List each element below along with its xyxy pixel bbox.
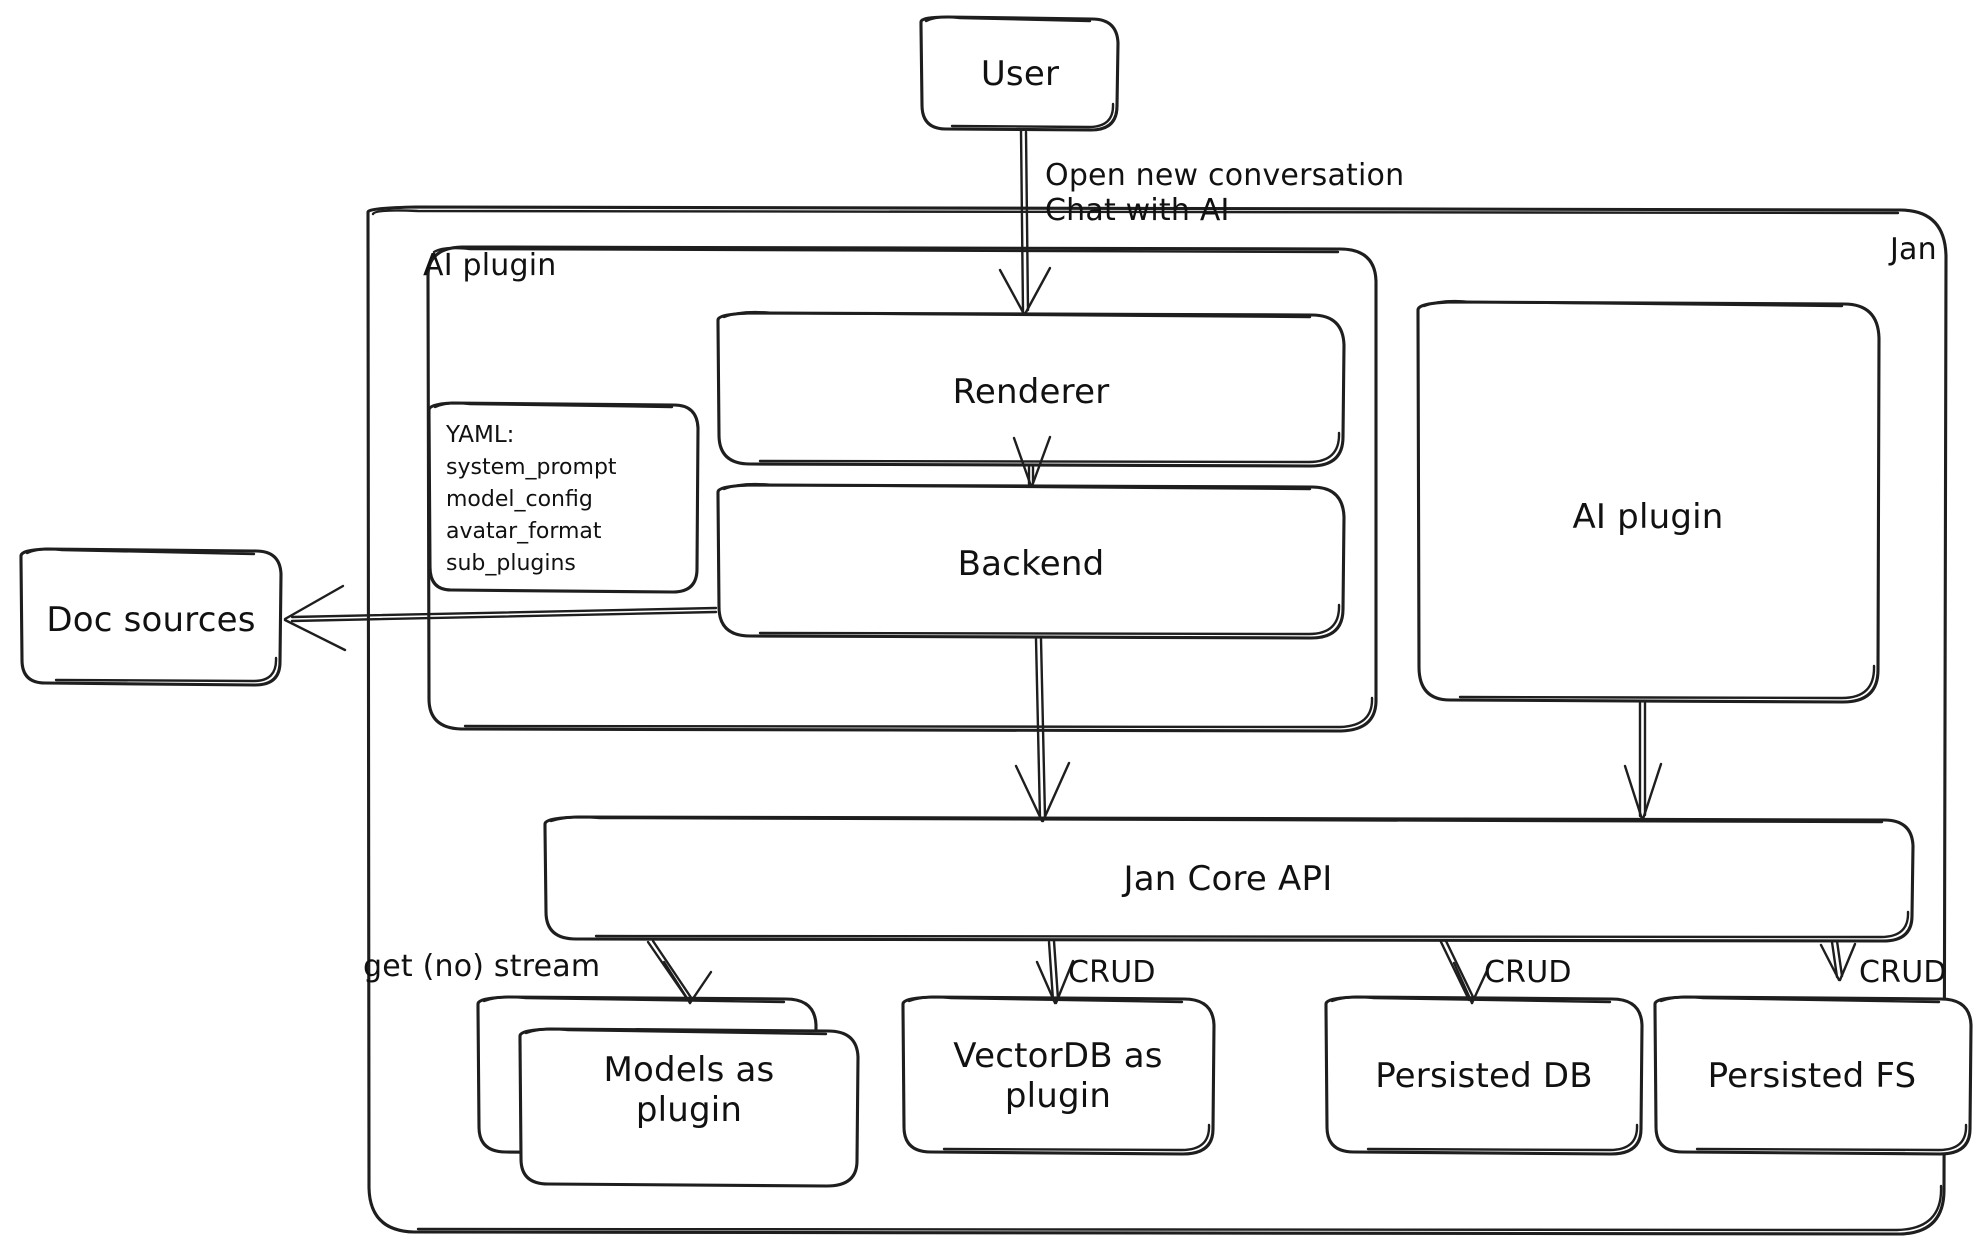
edge-label-crud-vectordb: CRUD	[1068, 955, 1156, 990]
user-label: User	[980, 53, 1060, 94]
edge-label-get-no-stream: get (no) stream	[363, 949, 601, 984]
edge-label-crud-persisted-fs: CRUD	[1859, 955, 1947, 990]
edge-ai-plugin-to-core	[1623, 701, 1663, 821]
edge-label-crud-persisted-db: CRUD	[1484, 955, 1572, 990]
yaml-note-item-0: system_prompt	[446, 455, 617, 481]
models-plugin-label: Models as plugin	[603, 1049, 775, 1130]
yaml-note-item-3: sub_plugins	[446, 551, 576, 577]
persisted-db-label: Persisted DB	[1375, 1055, 1593, 1096]
vectordb-plugin-label: VectorDB as plugin	[953, 1035, 1163, 1116]
yaml-note-item-2: avatar_format	[446, 519, 602, 545]
jan-group-label: Jan	[1890, 232, 1937, 267]
ai-plugin-right-label: AI plugin	[1572, 496, 1724, 537]
edge-user-to-renderer	[998, 129, 1052, 316]
edge-core-to-persisted-fs	[1819, 939, 1857, 982]
backend-label: Backend	[957, 543, 1105, 584]
edge-label-user-to-renderer: Open new conversation Chat with AI	[1045, 158, 1405, 229]
yaml-note: YAML: system_prompt model_config avatar_…	[446, 419, 617, 580]
yaml-note-item-1: model_config	[446, 487, 593, 513]
persisted-fs-label: Persisted FS	[1707, 1055, 1917, 1096]
edge-backend-to-doc-sources	[283, 584, 718, 652]
edge-backend-to-core	[1014, 637, 1071, 823]
jan-core-api-label: Jan Core API	[1123, 858, 1333, 899]
renderer-label: Renderer	[952, 371, 1110, 412]
yaml-note-title: YAML:	[446, 422, 515, 448]
edge-core-to-models	[646, 939, 713, 1005]
ai-plugin-group-label: AI plugin	[423, 248, 557, 283]
edge-renderer-to-backend	[1012, 435, 1052, 488]
doc-sources-label: Doc sources	[46, 599, 256, 640]
